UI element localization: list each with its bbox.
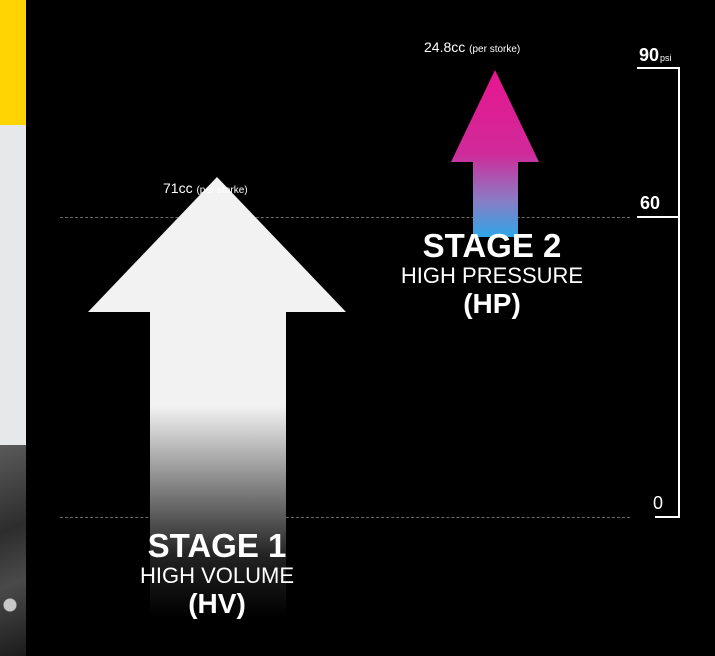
stage2-title: STAGE 2 [422, 227, 562, 264]
scale-tick-90 [637, 67, 680, 69]
stage1-volume-note: (per storke) [196, 185, 248, 196]
stage1-volume-label: 71cc (per storke) [163, 180, 248, 196]
scale-axis [678, 67, 680, 518]
stage1-volume-value: 71cc [163, 180, 193, 196]
stage2-abbr: (HP) [463, 288, 521, 319]
stage2-arrow [451, 70, 539, 237]
diagram-panel [26, 0, 715, 656]
stage1-title: STAGE 1 [147, 527, 287, 564]
scale-label-60: 60 [640, 193, 661, 213]
dashed-line-0 [60, 517, 630, 518]
gray-side-strip [0, 125, 26, 445]
dashed-line-60 [60, 217, 630, 218]
stage1-label-block: STAGE 1 HIGH VOLUME (HV) [117, 528, 317, 620]
stage2-volume-note: (per storke) [469, 44, 521, 55]
yellow-accent-strip [0, 0, 26, 125]
stage1-abbr: (HV) [188, 588, 246, 619]
scale-tick-0 [655, 516, 680, 518]
stage2-volume-value: 24.8cc [424, 39, 466, 55]
stage2-volume-label: 24.8cc (per storke) [424, 39, 520, 55]
scale-unit: psi [660, 53, 672, 63]
stage2-label-block: STAGE 2 HIGH PRESSURE (HP) [382, 228, 602, 320]
stage1-subtitle: HIGH VOLUME [139, 563, 295, 588]
scale-label-0: 0 [653, 493, 664, 513]
stage2-subtitle: HIGH PRESSURE [400, 263, 584, 288]
stage1-arrow [88, 177, 346, 618]
side-photo [0, 445, 26, 656]
scale-tick-60 [637, 216, 680, 218]
scale-label-90: 90psi [639, 45, 672, 65]
